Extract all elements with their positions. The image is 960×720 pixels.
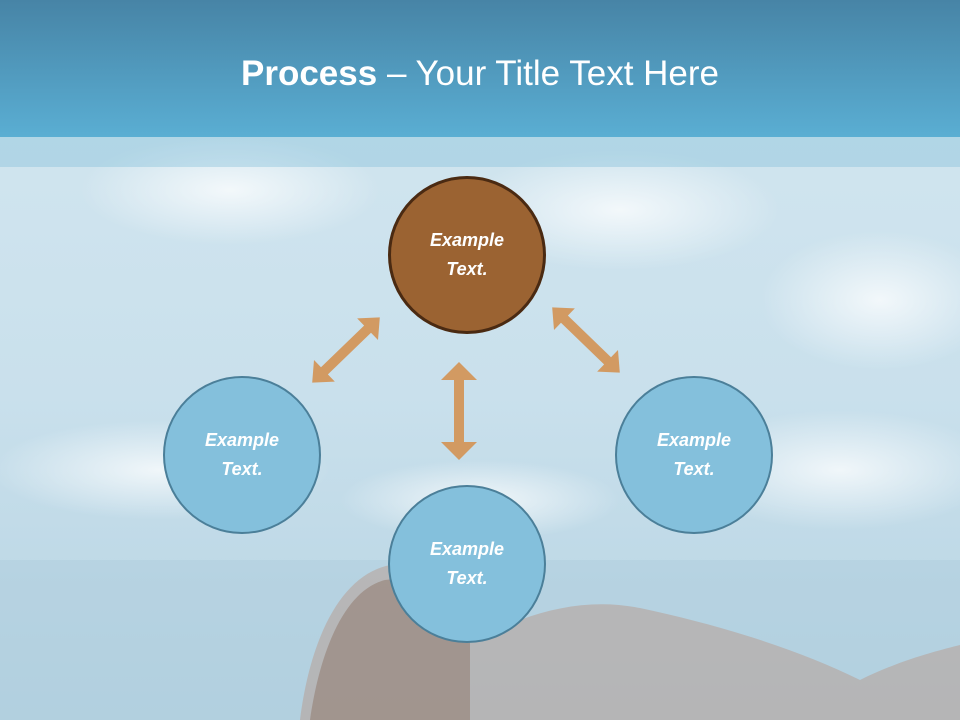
node-left: Example Text. xyxy=(163,376,321,534)
node-right-label: Example Text. xyxy=(656,430,732,479)
node-bottom-label: Example Text. xyxy=(429,539,505,588)
arrow-vertical xyxy=(441,362,477,460)
node-right: Example Text. xyxy=(615,376,773,534)
node-top: Example Text. xyxy=(388,176,546,334)
arrow-top-left xyxy=(312,317,380,383)
node-left-label: Example Text. xyxy=(204,430,280,479)
title-bold: Process xyxy=(241,54,378,93)
title-bar xyxy=(0,0,960,137)
arrow-top-right xyxy=(552,307,620,373)
node-top-label: Example Text. xyxy=(429,230,505,279)
title-band xyxy=(0,137,960,167)
title-rest: – Your Title Text Here xyxy=(377,54,719,93)
node-bottom: Example Text. xyxy=(388,485,546,643)
slide-title: Process – Your Title Text Here xyxy=(0,52,960,96)
